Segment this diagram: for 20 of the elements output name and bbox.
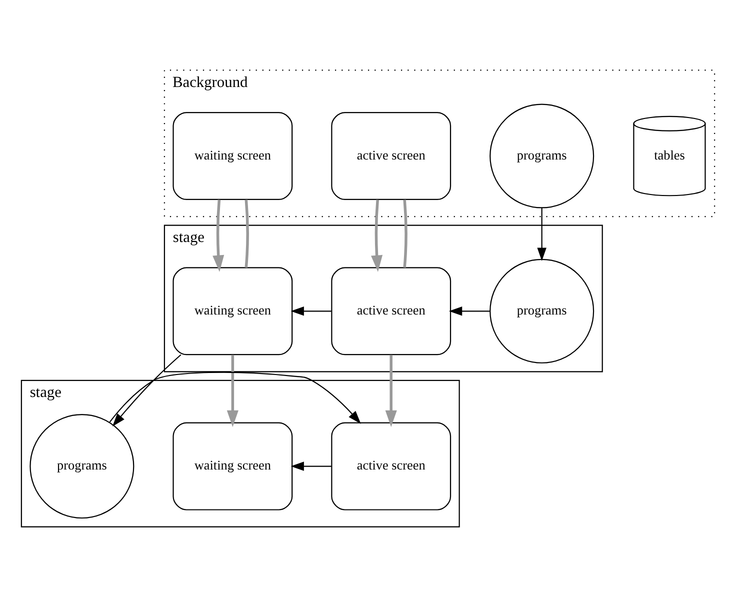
arrow bbox=[212, 199, 224, 272]
arrow bbox=[290, 306, 332, 316]
node-box: active screen bbox=[331, 422, 452, 510]
node-box: active screen bbox=[331, 112, 452, 200]
connector bbox=[403, 199, 408, 268]
arrow bbox=[226, 354, 238, 426]
arrow bbox=[385, 354, 397, 426]
arrow bbox=[537, 208, 546, 261]
arrow bbox=[109, 371, 361, 424]
arrow bbox=[371, 199, 383, 272]
node-box: waiting screen bbox=[172, 422, 293, 510]
node-box: waiting screen bbox=[172, 266, 293, 355]
node-circle: programs bbox=[490, 103, 594, 208]
arrow bbox=[448, 306, 490, 316]
node-box: active screen bbox=[331, 266, 452, 355]
arrow bbox=[290, 461, 332, 470]
node-circle: programs bbox=[490, 258, 594, 363]
arrow bbox=[112, 354, 182, 426]
connector bbox=[244, 199, 249, 268]
node-box: waiting screen bbox=[172, 112, 293, 200]
